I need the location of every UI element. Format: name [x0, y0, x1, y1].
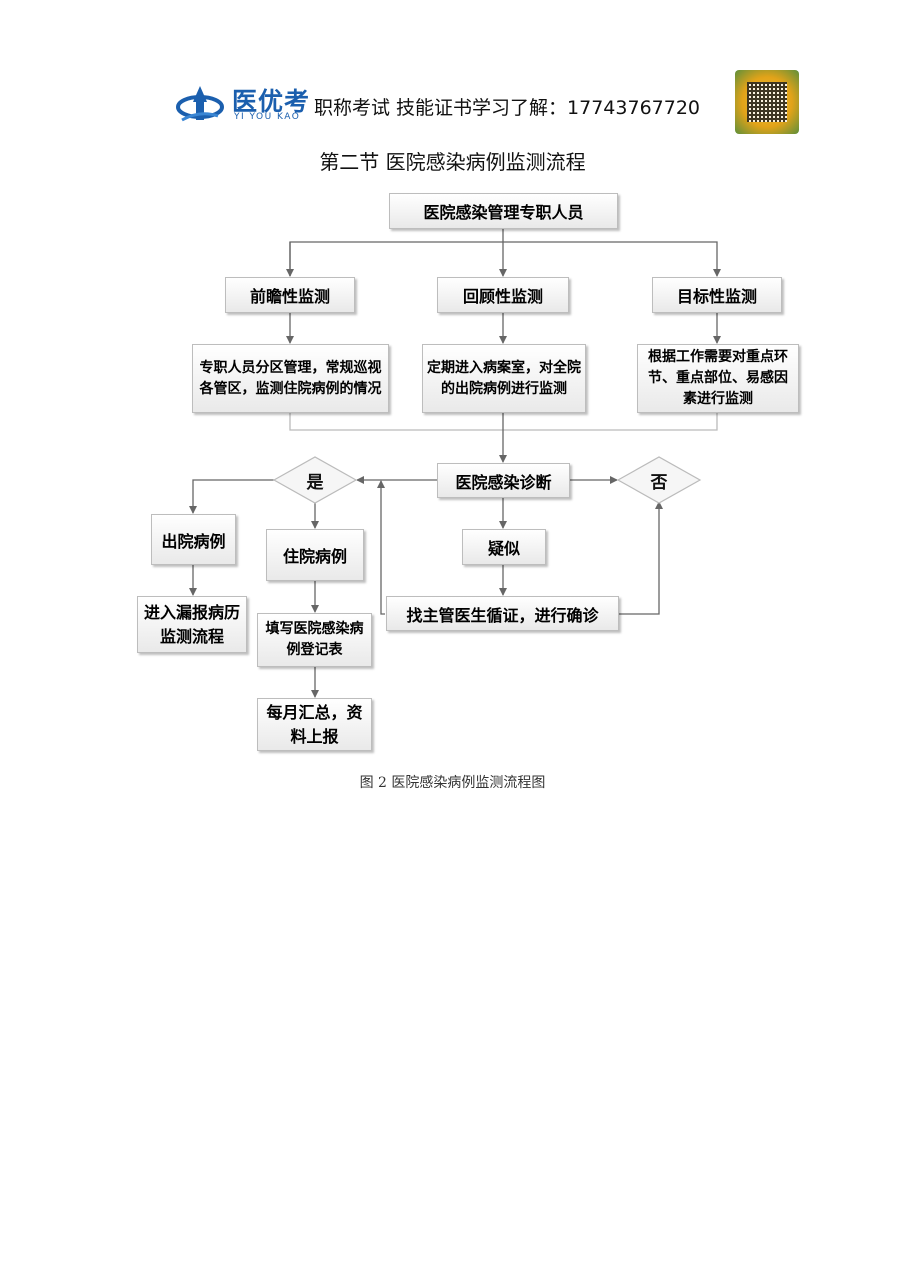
suspected-box: 疑似	[462, 529, 546, 565]
suspected-label: 疑似	[487, 539, 520, 558]
prospective-description: 专职人员分区管理，常规巡视各管区，监测住院病例的情况	[199, 359, 382, 397]
logo-icon	[176, 86, 224, 122]
registration-form-box: 填写医院感染病例登记表	[257, 613, 372, 667]
missed-report-flow-box: 进入漏报病历监测流程	[137, 596, 247, 653]
targeted-description: 根据工作需要对重点环节、重点部位、易感因素进行监测	[648, 349, 788, 407]
discharged-cases-label: 出院病例	[161, 531, 226, 551]
inpatient-cases-box: 住院病例	[266, 529, 364, 581]
infection-diagnosis-label: 医院感染诊断	[455, 472, 552, 492]
prospective-monitoring-label: 前瞻性监测	[249, 287, 330, 306]
inpatient-cases-label: 住院病例	[282, 547, 347, 566]
brand-name: 医优考	[232, 87, 311, 116]
targeted-monitoring-box: 目标性监测	[652, 277, 782, 313]
retrospective-monitoring-box: 回顾性监测	[437, 277, 569, 313]
flow-connectors	[189, 228, 721, 698]
consult-physician-box: 找主管医生循证，进行确诊	[386, 596, 619, 631]
qr-code-pattern	[747, 82, 787, 122]
infection-management-staff-box: 医院感染管理专职人员	[389, 193, 618, 229]
infection-management-staff-label: 医院感染管理专职人员	[423, 203, 584, 222]
consult-physician-label: 找主管医生循证，进行确诊	[406, 605, 599, 625]
no-label: 否	[650, 473, 668, 493]
monthly-summary-box: 每月汇总，资料上报	[257, 698, 372, 751]
targeted-description-box: 根据工作需要对重点环节、重点部位、易感因素进行监测	[637, 344, 799, 413]
registration-form-label: 填写医院感染病例登记表	[265, 621, 364, 658]
section-title: 第二节 医院感染病例监测流程	[319, 150, 586, 174]
infection-diagnosis-box: 医院感染诊断	[437, 463, 570, 498]
retrospective-description: 定期进入病案室，对全院的出院病例进行监测	[427, 359, 581, 397]
yes-decision-diamond	[272, 456, 358, 504]
figure-caption: 图 2 医院感染病例监测流程图	[359, 775, 546, 791]
prospective-monitoring-box: 前瞻性监测	[225, 277, 355, 313]
missed-report-flow-label: 进入漏报病历监测流程	[144, 602, 241, 646]
prospective-description-box: 专职人员分区管理，常规巡视各管区，监测住院病例的情况	[192, 344, 389, 413]
qr-code-image[interactable]	[735, 70, 799, 134]
retrospective-monitoring-label: 回顾性监测	[462, 287, 543, 306]
no-decision-diamond	[616, 456, 702, 504]
brand-subtitle: YI YOU KAO	[234, 112, 301, 122]
retrospective-description-box: 定期进入病案室，对全院的出院病例进行监测	[422, 344, 586, 413]
yes-label: 是	[306, 473, 324, 493]
targeted-monitoring-label: 目标性监测	[676, 287, 757, 306]
discharged-cases-box: 出院病例	[151, 514, 236, 565]
promo-text: 职称考试 技能证书学习了解：17743767720	[314, 97, 701, 119]
monthly-summary-label: 每月汇总，资料上报	[266, 702, 363, 746]
